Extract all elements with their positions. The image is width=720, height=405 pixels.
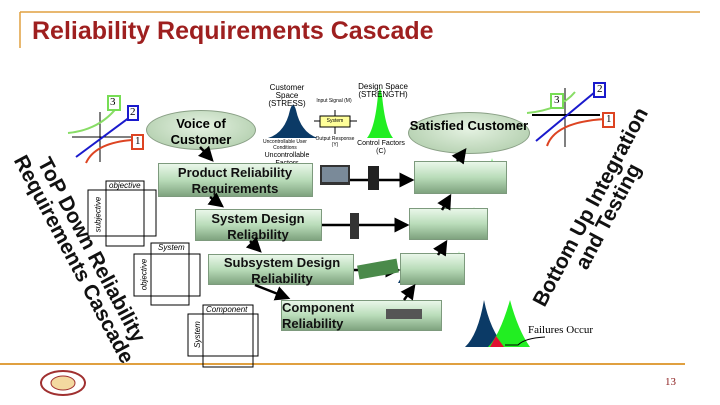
failure-overlap <box>490 336 504 347</box>
input-signal-label: Input Signal (M) <box>316 98 352 104</box>
page-number: 13 <box>665 376 676 388</box>
design-space-label: Design Space (STRENGTH) <box>358 82 408 99</box>
curve-label-2-right: 2 <box>597 83 603 95</box>
subsystem-reliability-box <box>208 254 354 285</box>
stress-distribution <box>268 105 318 138</box>
matrix-1-side-label: subjective <box>93 196 103 233</box>
output-response-label: Output Response (Y) <box>315 136 355 148</box>
failure-stress <box>465 300 505 347</box>
slide-rules <box>0 11 700 365</box>
curve-label-1-right: 1 <box>606 113 612 125</box>
curve-label-3-left: 3 <box>110 96 116 108</box>
failure-strength <box>488 300 530 347</box>
component-reliability-label: Component Reliability <box>282 300 355 331</box>
control-factors-label: Control Factors (C) <box>357 140 405 155</box>
curve-label-2-left: 2 <box>130 106 136 118</box>
right-curves-graph <box>526 82 615 147</box>
system-test-box <box>409 208 488 240</box>
curve-label-1-left: 1 <box>135 135 141 147</box>
curve-label-3-right: 3 <box>554 94 560 106</box>
system-reliability-box <box>195 209 322 241</box>
subsystem-reliability-label: Subsystem Design Reliability <box>223 255 341 286</box>
uncontrollable-conditions-label: Uncontrollable User Conditions <box>263 139 307 151</box>
left-curves-graph <box>67 95 144 164</box>
failure-pointer-arrow <box>505 336 546 346</box>
failures-occur-label: Failures Occur <box>528 324 594 336</box>
voice-of-customer-ellipse: Voice of Customer <box>146 110 256 150</box>
strength-distribution <box>367 88 393 138</box>
product-reliability-box <box>158 163 313 197</box>
matrix-3-side-label: System <box>192 321 202 348</box>
subsystem-test-box <box>400 253 465 285</box>
matrix-2-side-label: objective <box>139 258 149 291</box>
organization-logo <box>40 370 86 396</box>
product-test-box <box>414 161 507 194</box>
system-reliability-label: System Design Reliability <box>211 211 305 242</box>
product-reliability-label: Product Reliability Requirements <box>177 165 293 196</box>
customer-space-label: Customer Space (STRESS) <box>268 83 306 108</box>
matrix-2-top-label: System <box>158 243 185 252</box>
satisfied-customer-ellipse: Satisfied Customer <box>408 112 530 154</box>
page-title: Reliability Requirements Cascade <box>32 17 434 45</box>
matrix-3-top-label: Component <box>206 305 248 314</box>
matrix-1-top-label: objective <box>109 181 141 190</box>
system-label: System <box>326 118 344 124</box>
